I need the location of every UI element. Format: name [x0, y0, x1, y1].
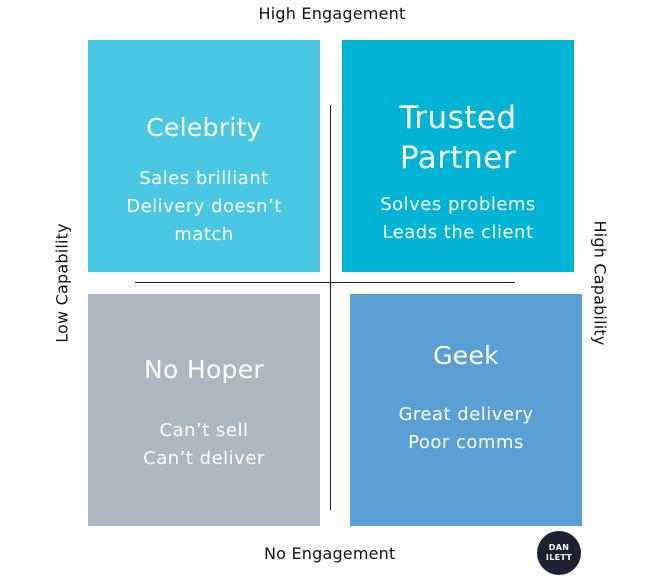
horizontal-axis-line [135, 282, 515, 283]
quadrant-geek: Geek Great delivery Poor comms [350, 294, 582, 526]
axis-label-high-engagement: High Engagement [258, 4, 406, 23]
quadrant-title: No Hoper [144, 355, 264, 384]
description-line: Poor comms [408, 431, 524, 453]
logo-line: DAN [548, 543, 570, 552]
title-line: Trusted [399, 100, 517, 136]
dan-ilett-logo: DAN ILETT [537, 531, 581, 575]
quadrant-description: Great delivery Poor comms [398, 401, 533, 457]
quadrant-title: Trusted Partner [399, 98, 516, 179]
title-line: Partner [399, 140, 517, 177]
description-line: Solves problems [380, 193, 536, 215]
quadrant-no-hoper: No Hoper Can’t sell Can’t deliver [88, 294, 320, 526]
axis-label-high-capability: High Capability [590, 220, 610, 346]
description-line: Sales brilliant [139, 167, 269, 189]
description-line: Leads the client [382, 221, 534, 243]
description-line: match [174, 223, 234, 245]
axis-label-low-capability: Low Capability [52, 223, 72, 343]
quadrant-title: Celebrity [146, 113, 262, 142]
quadrant-description: Sales brilliant Delivery doesn’t match [126, 165, 282, 249]
description-line: Great delivery [398, 403, 534, 425]
quadrant-trusted-partner: Trusted Partner Solves problems Leads th… [342, 40, 574, 272]
logo-line: ILETT [545, 553, 573, 562]
description-line: Delivery doesn’t [126, 195, 282, 217]
axis-label-no-engagement: No Engagement [264, 544, 396, 563]
description-line: Can’t deliver [143, 447, 265, 469]
description-line: Can’t sell [159, 419, 249, 441]
quadrant-description: Solves problems Leads the client [380, 191, 536, 247]
quadrant-celebrity: Celebrity Sales brilliant Delivery doesn… [88, 40, 320, 272]
vertical-axis-line [330, 105, 331, 510]
quadrant-title: Geek [433, 341, 499, 370]
quadrant-description: Can’t sell Can’t deliver [143, 417, 265, 473]
